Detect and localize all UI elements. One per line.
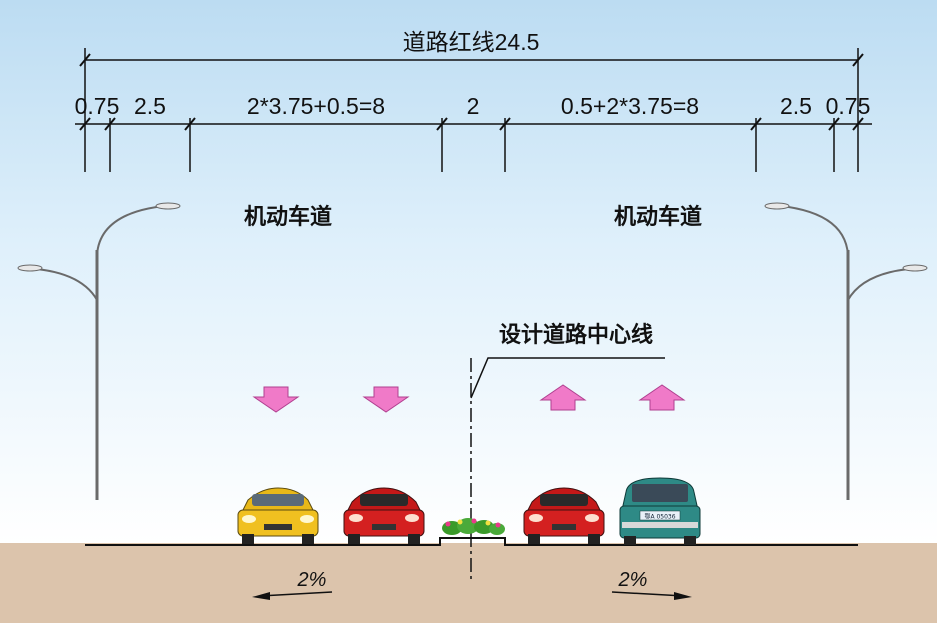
segment-label-7: 0.75 bbox=[826, 93, 871, 119]
road-surface bbox=[85, 537, 858, 546]
teal-suv: 鄂A 05036 bbox=[619, 477, 701, 545]
up-arrow-icon bbox=[539, 384, 587, 411]
down-arrow-icon bbox=[362, 386, 410, 413]
suv-license-plate: 鄂A 05036 bbox=[644, 513, 675, 521]
left-grade-indicator: 2% bbox=[252, 569, 333, 600]
centerline-label: 设计道路中心线 bbox=[499, 322, 653, 348]
segment-label-6: 2.5 bbox=[780, 93, 812, 119]
red-sports-car-right bbox=[523, 487, 605, 544]
right-street-light bbox=[764, 202, 928, 500]
up-arrow-icon bbox=[638, 384, 686, 411]
segment-label-1: 0.75 bbox=[75, 93, 120, 119]
total-dimension-label: 道路红线24.5 bbox=[403, 29, 540, 55]
traffic-arrows bbox=[252, 384, 686, 413]
segment-dimensions: 0.75 2.5 2*3.75+0.5=8 2 0.5+2*3.75=8 2.5… bbox=[75, 93, 872, 172]
design-centerline: 设计道路中心线 bbox=[470, 322, 665, 582]
ground bbox=[0, 543, 937, 623]
left-lane-label: 机动车道 bbox=[244, 204, 332, 230]
segment-label-4: 2 bbox=[467, 93, 480, 119]
segment-label-3: 2*3.75+0.5=8 bbox=[247, 93, 385, 119]
left-grade-label: 2% bbox=[297, 569, 327, 591]
right-grade-label: 2% bbox=[618, 569, 648, 591]
sky-background bbox=[0, 0, 937, 545]
right-grade-indicator: 2% bbox=[611, 569, 692, 600]
yellow-car bbox=[237, 487, 319, 544]
red-sports-car-left bbox=[343, 487, 425, 544]
total-dimension: 道路红线24.5 bbox=[79, 29, 864, 172]
segment-label-2: 2.5 bbox=[134, 93, 166, 119]
right-lane-label: 机动车道 bbox=[614, 204, 702, 230]
median-planting bbox=[442, 518, 505, 535]
down-arrow-icon bbox=[252, 386, 300, 413]
segment-label-5: 0.5+2*3.75=8 bbox=[561, 93, 699, 119]
left-street-light bbox=[17, 202, 181, 500]
